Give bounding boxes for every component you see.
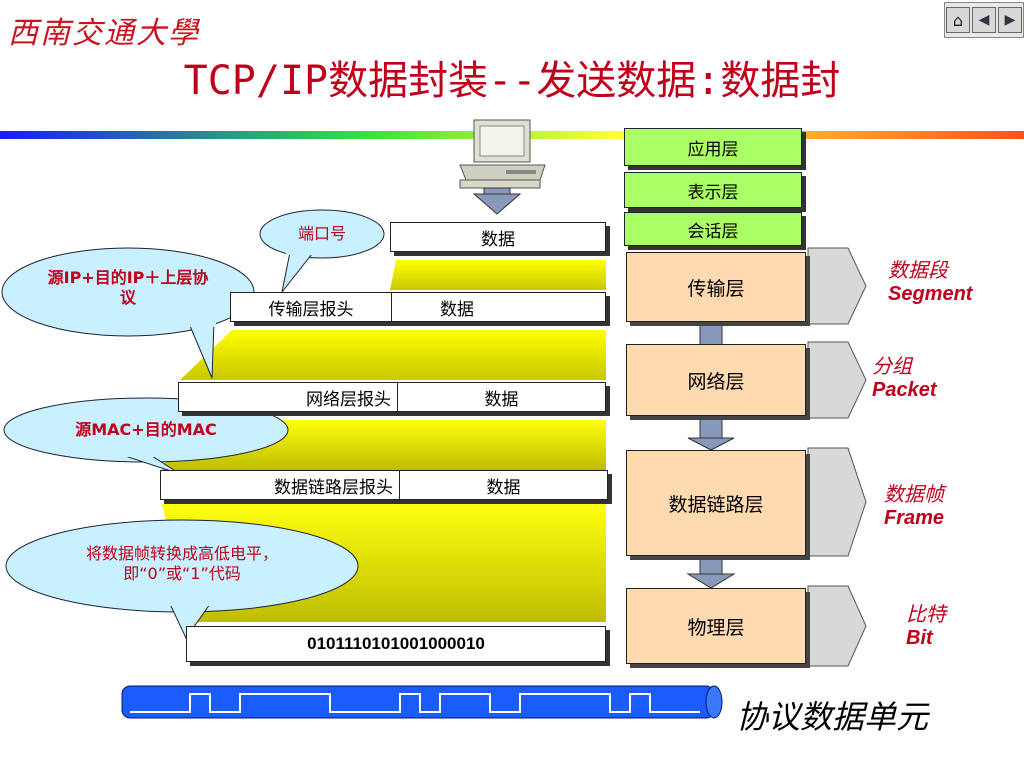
next-button[interactable]: ▶ — [998, 7, 1022, 33]
layer-transport: 传输层 — [626, 252, 806, 322]
home-button[interactable]: ⌂ — [946, 7, 970, 33]
next-icon: ▶ — [1004, 12, 1016, 28]
layer-application: 应用层 — [624, 128, 802, 166]
bit-label-cn: 比特 — [906, 602, 946, 626]
physical-bubble — [5, 519, 359, 639]
frame-label-cn: 数据帧 — [884, 482, 944, 506]
packet-tab — [807, 341, 867, 419]
home-icon: ⌂ — [952, 10, 964, 30]
network-data-cell: 数据 — [484, 389, 519, 410]
mac-bubble-text: 源MAC+目的MAC — [75, 420, 217, 439]
packet-label-en: Packet — [872, 379, 937, 401]
prev-button[interactable]: ◀ — [972, 7, 996, 33]
layer-arrow-3 — [686, 551, 736, 589]
port-bubble-text: 端口号 — [297, 224, 346, 243]
packet-label: 分组 Packet — [872, 354, 937, 402]
down-arrow-icon — [472, 187, 522, 215]
frame-tab — [807, 447, 867, 557]
signal-cable — [121, 685, 723, 719]
ip-bubble-text: 源IP+目的IP＋上层协议 — [47, 268, 209, 307]
frame-label-en: Frame — [884, 507, 945, 529]
network-header-cell: 网络层报头 — [179, 383, 398, 411]
datalink-header-cell: 数据链路层报头 — [161, 471, 400, 499]
port-bubble — [259, 209, 385, 293]
pdu-title: 协议数据单元 — [736, 698, 929, 736]
segment-label-cn: 数据段 — [888, 258, 948, 282]
datalink-data-cell: 数据 — [486, 477, 521, 498]
university-logo: 西南交通大學 — [8, 16, 200, 51]
physical-bubble-text: 将数据帧转换成高低电平，即“0”或“1”代码 — [85, 544, 278, 583]
segment-tab — [807, 247, 867, 325]
square-wave — [130, 693, 700, 713]
bit-label: 比特 Bit — [906, 602, 946, 650]
segment-label: 数据段 Segment — [888, 258, 972, 306]
segment-label-en: Segment — [888, 283, 973, 305]
computer-icon — [459, 119, 546, 189]
bit-tab — [807, 585, 867, 667]
frame-label: 数据帧 Frame — [884, 482, 944, 530]
bit-label-en: Bit — [906, 627, 933, 649]
transport-data-cell: 数据 — [440, 299, 474, 320]
network-bar: 网络层报头 数据 — [178, 382, 606, 412]
funnel-1 — [390, 260, 606, 290]
page-title: TCP/IP数据封装--发送数据:数据封 — [183, 58, 841, 104]
bits-bar: 0101110101001000010 — [186, 626, 606, 662]
mac-bubble — [3, 397, 289, 475]
layer-physical: 物理层 — [626, 588, 806, 664]
data-bar: 数据 — [390, 222, 606, 252]
packet-label-cn: 分组 — [872, 354, 912, 378]
layer-network: 网络层 — [626, 344, 806, 416]
prev-icon: ◀ — [978, 12, 990, 28]
transport-bar: 传输层报头 数据 — [230, 292, 606, 322]
transport-header-cell: 传输层报头 — [231, 293, 392, 321]
layer-datalink: 数据链路层 — [626, 450, 806, 556]
datalink-bar: 数据链路层报头 数据 — [160, 470, 608, 500]
layer-session: 会话层 — [624, 212, 802, 246]
bits-cell: 0101110101001000010 — [307, 634, 485, 653]
data-cell: 数据 — [481, 229, 515, 250]
nav-toolbar: ⌂ ◀ ▶ — [944, 2, 1024, 38]
layer-arrow-2 — [687, 417, 735, 451]
layer-presentation: 表示层 — [624, 172, 802, 208]
funnel-2 — [180, 330, 606, 380]
